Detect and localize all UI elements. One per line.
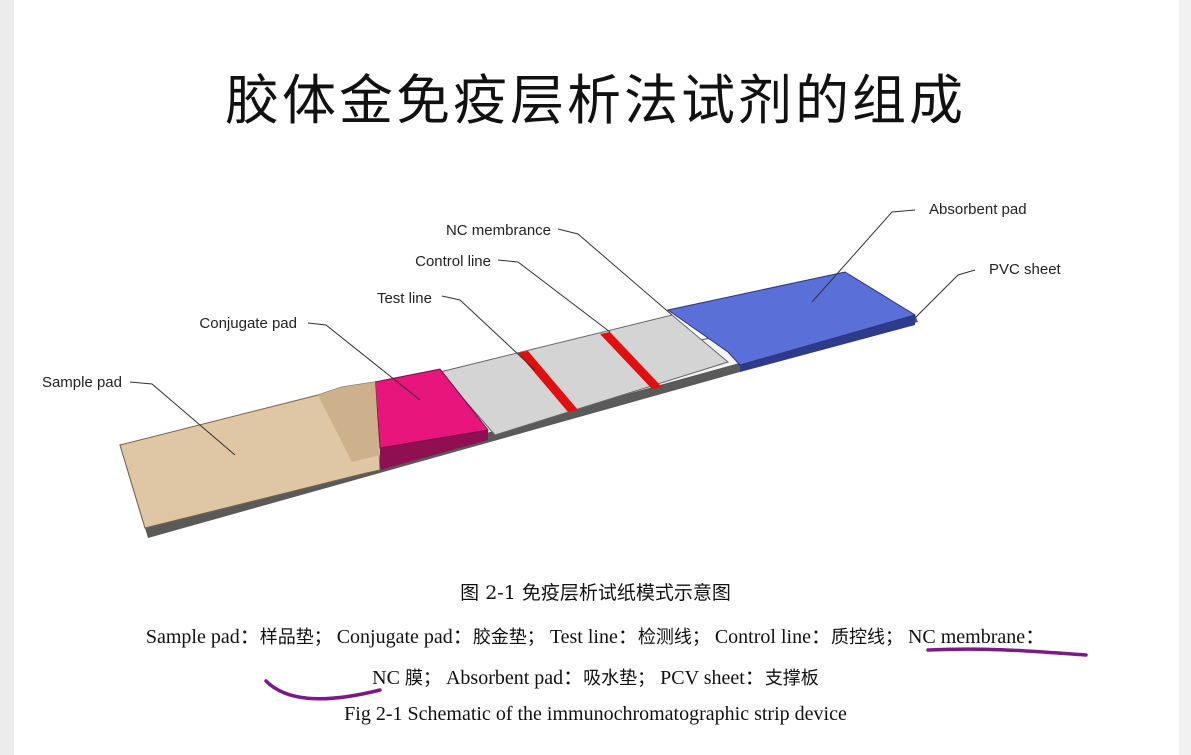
label-absorbent-pad: Absorbent pad xyxy=(929,201,1027,218)
slide-title: 胶体金免疫层析法试剂的组成 xyxy=(225,69,966,132)
annotation-underline-nc-membrane xyxy=(926,647,1088,657)
legend-sample: Sample pad： xyxy=(145,626,260,648)
caption-legend-line-2: NC 膜； Absorbent pad：吸水垫； PCV sheet：支撑板 xyxy=(0,661,1191,690)
left-edge xyxy=(0,0,14,755)
conjugate-pad-side xyxy=(380,430,488,470)
absorbent-pad-top xyxy=(666,271,917,366)
legend-pvc: PCV sheet： xyxy=(660,667,765,689)
nc-membrane-shape xyxy=(439,314,730,436)
legend-sample-cn: 样品垫； xyxy=(259,627,332,648)
legend-nc: NC membrane： xyxy=(907,626,1046,648)
label-pvc-sheet: PVC sheet xyxy=(989,261,1062,278)
label-control-line: Control line xyxy=(415,253,491,270)
legend-control-cn: 质控线； xyxy=(830,627,903,648)
pvc-sheet-side xyxy=(145,315,918,538)
conjugate-pad-top xyxy=(374,368,489,449)
legend-control: Control line： xyxy=(714,626,831,648)
label-test-line: Test line xyxy=(377,290,432,307)
label-conjugate-pad: Conjugate pad xyxy=(199,315,297,332)
legend-test-cn: 检测线； xyxy=(637,627,710,648)
legend-absorbent-cn: 吸水垫； xyxy=(583,668,656,689)
legend-conjugate-cn: 胶金垫； xyxy=(472,627,545,648)
legend-conjugate: Conjugate pad： xyxy=(336,626,473,648)
legend-absorbent: Absorbent pad： xyxy=(445,667,584,689)
test-line-mark xyxy=(518,351,578,412)
caption-legend-line-1: Sample pad：样品垫； Conjugate pad：胶金垫； Test … xyxy=(0,620,1191,649)
absorbent-pad-side xyxy=(740,315,915,372)
right-edge xyxy=(1179,0,1191,755)
legend-nc-value-cn: 膜； xyxy=(404,668,441,689)
legend-pvc-cn: 支撑板 xyxy=(764,668,819,689)
label-sample-pad: Sample pad xyxy=(42,374,122,391)
label-nc-membrance: NC membrance xyxy=(446,222,551,239)
control-line-mark xyxy=(600,332,662,389)
legend-test: Test line： xyxy=(549,626,638,648)
legend-nc-value: NC xyxy=(372,667,400,689)
sample-pad-fold xyxy=(318,382,380,462)
strip-diagram: NC membrance Control line Test line Conj… xyxy=(42,201,1062,538)
figure-caption-english: Fig 2-1 Schematic of the immunochromatog… xyxy=(344,703,847,725)
figure-caption-chinese: 图 2-1 免疫层析试纸模式示意图 xyxy=(460,582,731,604)
